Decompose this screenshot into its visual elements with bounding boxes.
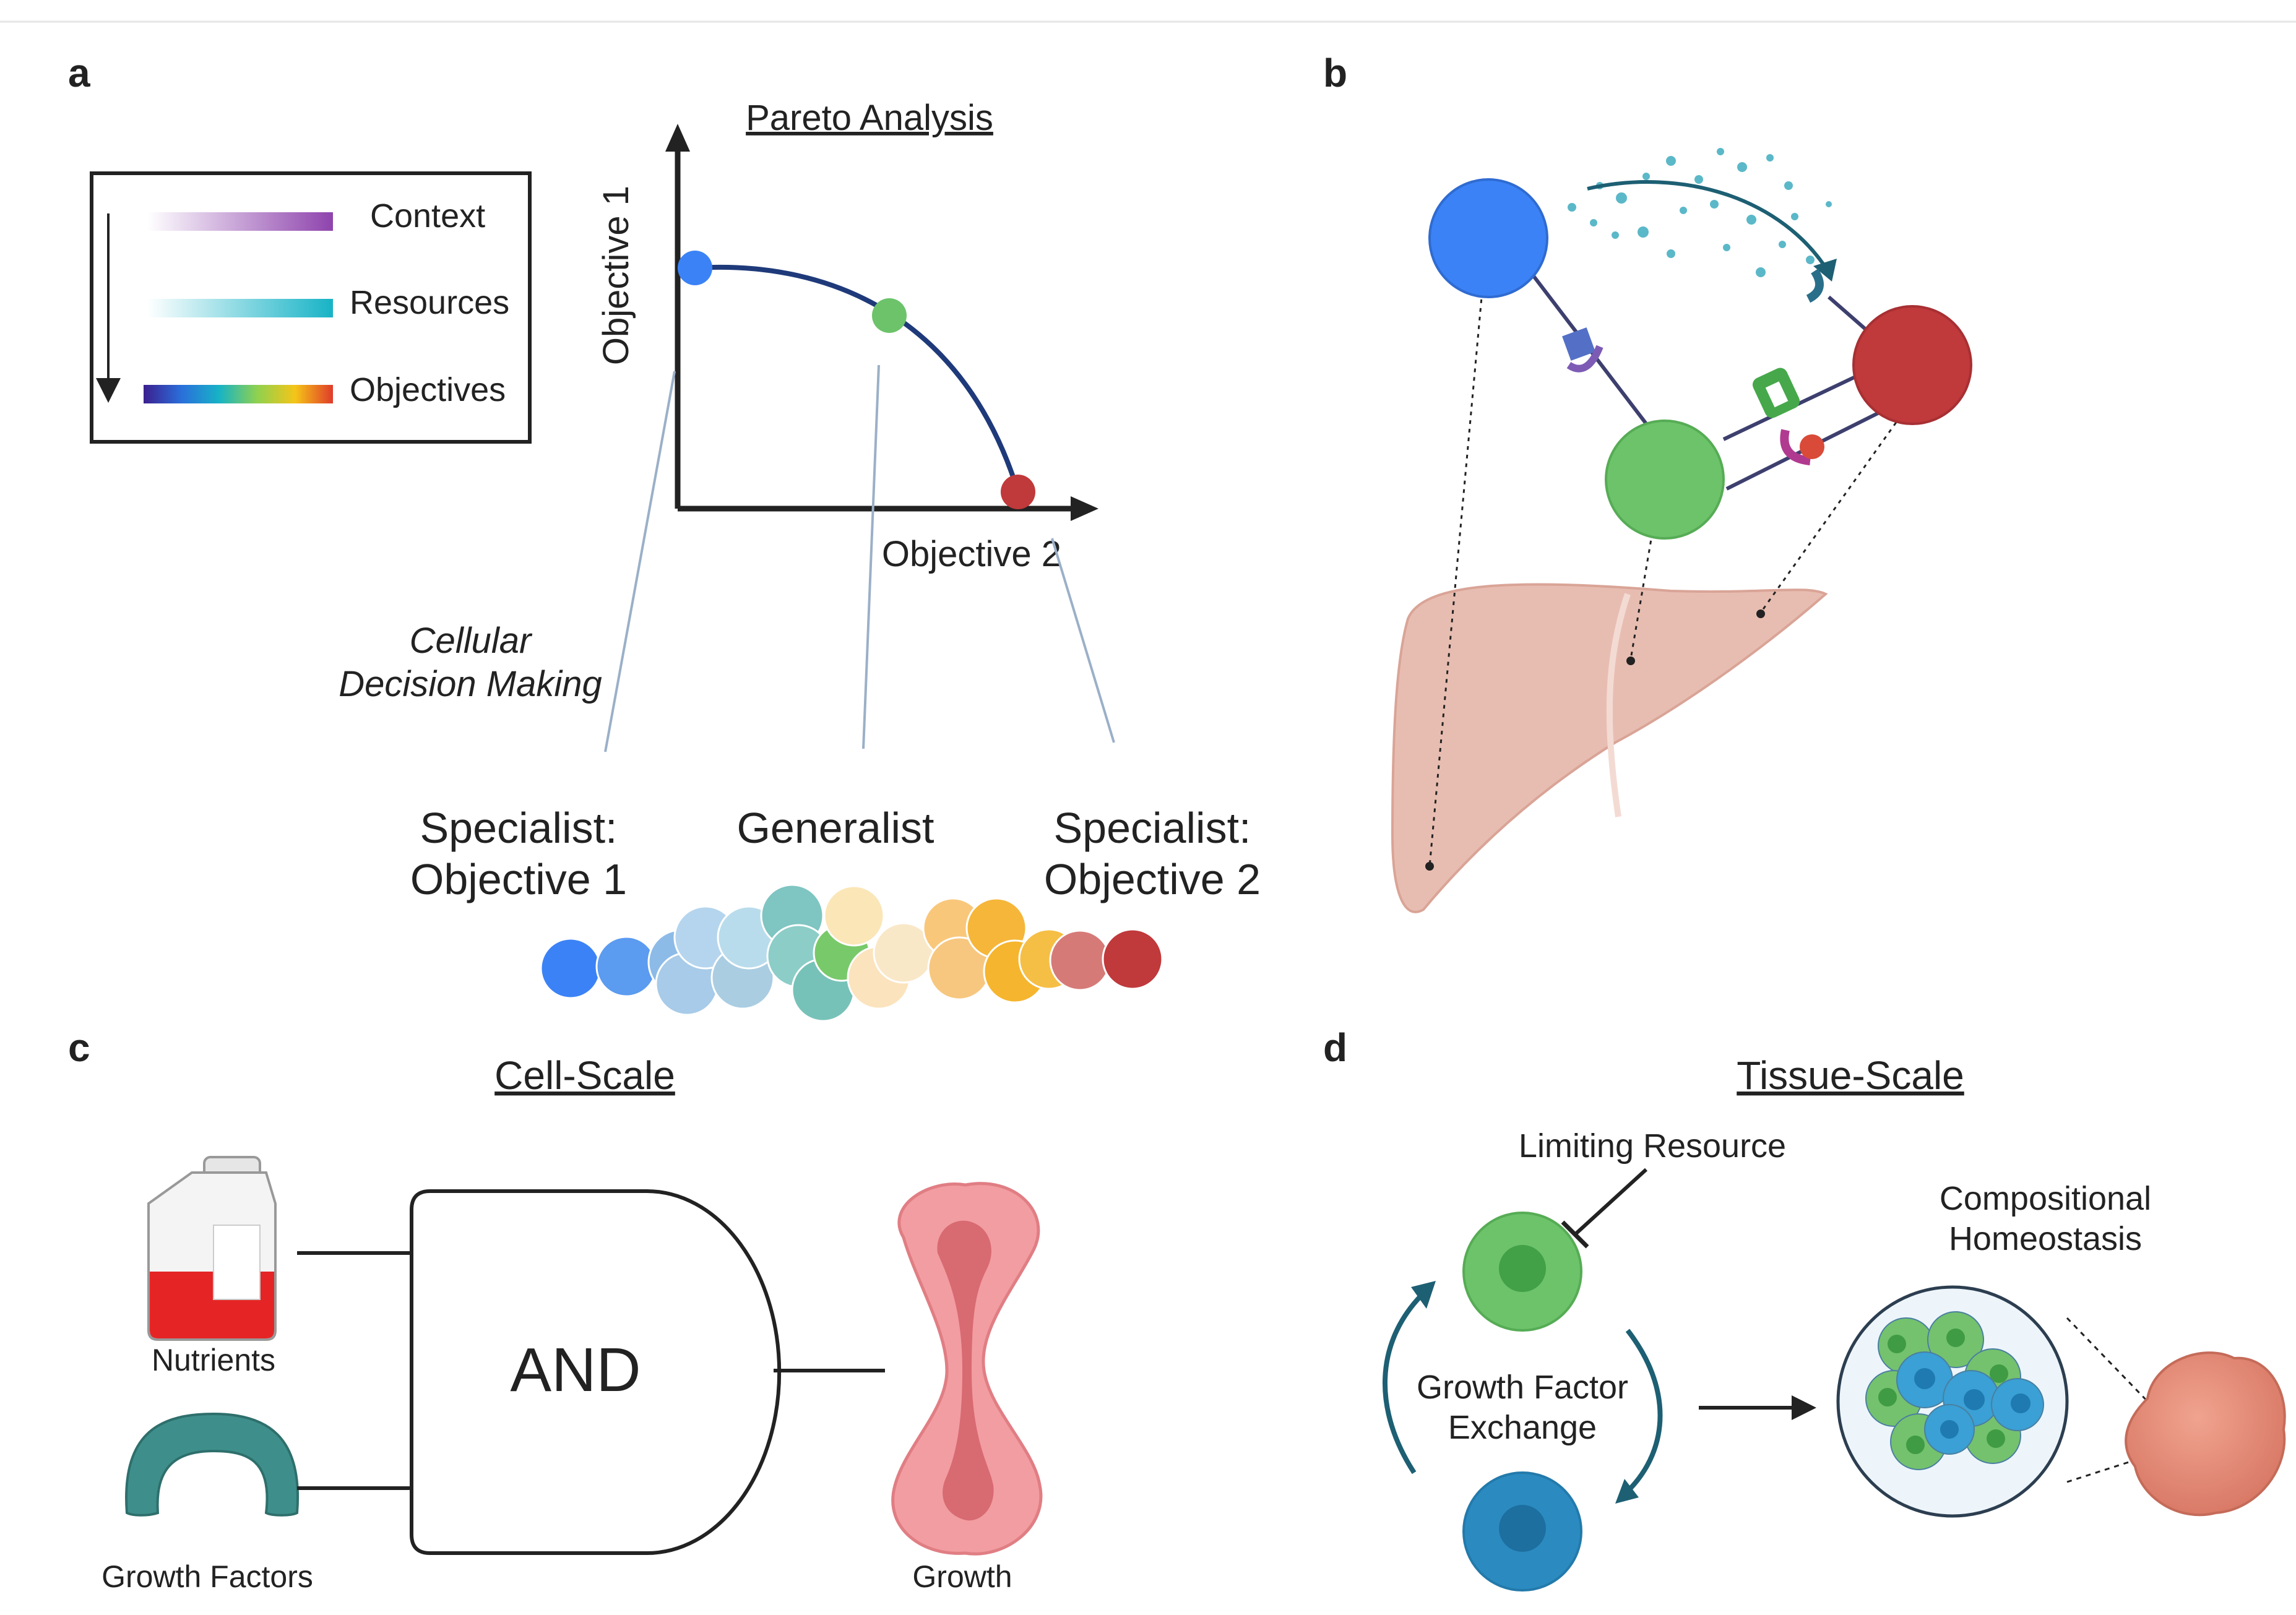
growth-factors-label: Growth Factors bbox=[101, 1559, 313, 1594]
exchange-arrowhead-up bbox=[1411, 1281, 1436, 1309]
panel-letter-c: c bbox=[68, 1025, 90, 1070]
red-cell bbox=[1852, 305, 1972, 425]
red-to-liver-line bbox=[1759, 408, 1907, 613]
cell-pinkred-1 bbox=[1049, 929, 1111, 991]
cell-red-1 bbox=[1102, 928, 1163, 990]
secretion-arrow bbox=[1587, 180, 1831, 273]
legend-objectives-label: Objectives bbox=[350, 371, 506, 408]
secreted-particles bbox=[1568, 148, 1832, 277]
red-liver-dot bbox=[1756, 609, 1765, 618]
cell-cream-1 bbox=[823, 885, 885, 947]
exchange-label-line1: Growth Factor bbox=[1417, 1369, 1628, 1406]
green-receptor bbox=[1752, 368, 1800, 418]
cell-blue-1 bbox=[540, 937, 602, 999]
exchange-arrow-up bbox=[1382, 1291, 1425, 1475]
connector-right bbox=[1051, 538, 1115, 743]
panel-a: a Context Resources Objectives Pareto An… bbox=[68, 51, 1261, 1022]
purple-receptor bbox=[1566, 345, 1603, 373]
decision-label-line1: Cellular bbox=[410, 621, 533, 661]
cell-scale-title: Cell-Scale bbox=[494, 1053, 675, 1098]
blue-cell bbox=[1428, 178, 1548, 298]
green-liver-dot bbox=[1626, 657, 1635, 665]
secretion-arrowhead bbox=[1813, 259, 1837, 282]
nutrients-label: Nutrients bbox=[152, 1343, 275, 1377]
liver bbox=[1391, 583, 1828, 913]
magenta-receptor bbox=[1780, 429, 1811, 465]
and-gate-label: AND bbox=[510, 1335, 641, 1405]
exchange-arrow-down bbox=[1625, 1329, 1663, 1493]
legend-context-label: Context bbox=[370, 197, 485, 235]
panel-letter-a: a bbox=[68, 51, 90, 95]
zoom-line-top bbox=[2066, 1317, 2155, 1409]
tissue-organoid-icon bbox=[2125, 1351, 2286, 1517]
inhibition-line bbox=[1573, 1168, 1648, 1236]
limiting-resource-label: Limiting Resource bbox=[1519, 1127, 1786, 1165]
inhibition-bar bbox=[1561, 1220, 1589, 1249]
pareto-plot: Objective 1 Objective 2 bbox=[596, 124, 1098, 574]
y-axis-label: Objective 1 bbox=[596, 186, 636, 365]
generalist-label: Generalist bbox=[736, 804, 934, 852]
dividing-cell-nucleus bbox=[937, 1220, 994, 1521]
exchange-label-line2: Exchange bbox=[1448, 1409, 1597, 1446]
cell-blue-2 bbox=[595, 936, 657, 997]
green-to-liver-line bbox=[1629, 532, 1654, 660]
exchange-arrowhead-down bbox=[1615, 1479, 1639, 1504]
specialist-1-line2: Objective 1 bbox=[410, 855, 627, 903]
specialist-1-line1: Specialist: bbox=[420, 804, 617, 852]
connector-left bbox=[604, 371, 676, 752]
specialist-2-line2: Objective 2 bbox=[1044, 855, 1261, 903]
legend-box: Context Resources Objectives bbox=[90, 171, 532, 444]
cell-continuum bbox=[540, 884, 1163, 1022]
homeostasis-label-line2: Homeostasis bbox=[1949, 1220, 2142, 1257]
decision-label-line2: Decision Making bbox=[339, 664, 602, 704]
y-axis-arrowhead bbox=[665, 124, 690, 152]
pareto-front-curve bbox=[696, 264, 1021, 493]
tissue-cell-cluster bbox=[1865, 1311, 2044, 1470]
square-ligand bbox=[1562, 327, 1595, 361]
liver-ligament bbox=[1606, 593, 1631, 817]
specialist-1-point bbox=[678, 251, 712, 285]
panel-c: c Cell-Scale Nutrients Growth Factors AN… bbox=[68, 1025, 1043, 1594]
blue-cell-nucleus bbox=[1499, 1505, 1546, 1552]
homeostasis-label-line1: Compositional bbox=[1940, 1180, 2151, 1217]
specialist-2-line1: Specialist: bbox=[1053, 804, 1251, 852]
blue-liver-dot bbox=[1425, 862, 1434, 871]
context-gradient-bar bbox=[147, 212, 333, 231]
x-axis-label: Objective 2 bbox=[882, 534, 1061, 574]
and-gate bbox=[410, 1189, 782, 1555]
connector-middle bbox=[862, 364, 880, 749]
transition-arrowhead bbox=[1792, 1395, 1816, 1420]
red-ligand bbox=[1800, 434, 1824, 459]
nutrient-bottle-icon bbox=[147, 1156, 277, 1341]
x-axis-arrowhead bbox=[1071, 496, 1098, 521]
tissue-scale-title: Tissue-Scale bbox=[1737, 1053, 1964, 1098]
panel-b: b bbox=[1323, 51, 1972, 913]
growth-factor-icon bbox=[125, 1412, 300, 1517]
generalist-point bbox=[872, 298, 907, 333]
growth-label: Growth bbox=[912, 1559, 1012, 1594]
pareto-title: Pareto Analysis bbox=[746, 98, 993, 138]
blue-to-liver-line bbox=[1428, 290, 1483, 867]
green-cell bbox=[1605, 420, 1725, 540]
specialist-2-point bbox=[1001, 475, 1035, 509]
objectives-gradient-bar bbox=[144, 385, 333, 403]
panel-letter-b: b bbox=[1323, 51, 1347, 95]
panel-d: d Tissue-Scale Limiting Resource Growth … bbox=[1323, 1025, 2286, 1591]
green-cell-nucleus bbox=[1499, 1245, 1546, 1292]
teal-receptor bbox=[1806, 269, 1824, 303]
resources-gradient-bar bbox=[147, 299, 333, 317]
legend-resources-label: Resources bbox=[350, 284, 509, 321]
panel-letter-d: d bbox=[1323, 1025, 1347, 1070]
